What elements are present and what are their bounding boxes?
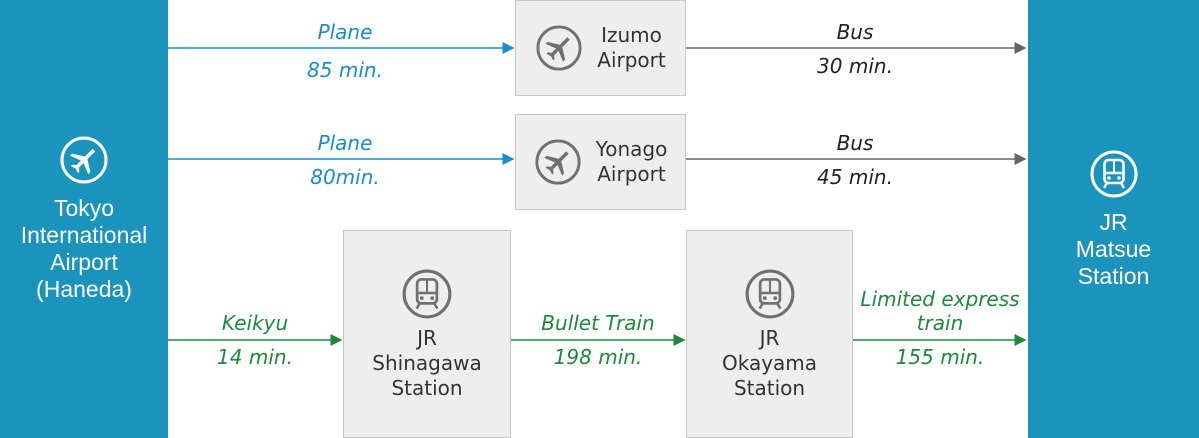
edge-time-haneda-shinagawa: 14 min. [217,345,293,369]
destination-label: JR Matsue Station [1075,208,1152,289]
izumo-airport-box: Izumo Airport [515,0,686,96]
edge-mode-shinagawa-okayama: Bullet Train [541,311,655,335]
train-icon [1090,150,1137,197]
shinagawa-station-box: JR Shinagawa Station [343,230,511,438]
yonago-airport-label: Yonago Airport [595,137,668,186]
edge-mode-yonago-matsue: Bus [836,131,874,155]
edge-time-haneda-izumo: 85 min. [307,58,383,82]
edge-time-shinagawa-okayama: 198 min. [553,345,643,369]
origin-panel: Tokyo International Airport (Haneda) [0,0,168,438]
edge-time-yonago-matsue: 45 min. [817,165,893,189]
train-icon [402,269,452,318]
yonago-airport-box: Yonago Airport [515,114,686,210]
okayama-station-label: JR Okayama Station [721,325,818,400]
airplane-icon [60,136,108,184]
okayama-station-box: JR Okayama Station [686,230,853,438]
edge-time-okayama-matsue: 155 min. [895,345,985,369]
edge-mode-haneda-yonago: Plane [317,131,373,155]
edge-mode-izumo-matsue: Bus [836,20,874,44]
izumo-airport-label: Izumo Airport [597,23,666,72]
airplane-icon [535,139,581,185]
train-icon [745,269,794,318]
edge-mode-haneda-izumo: Plane [317,20,373,44]
origin-label: Tokyo International Airport (Haneda) [20,195,148,302]
edge-time-haneda-yonago: 80min. [310,165,380,189]
edge-time-izumo-matsue: 30 min. [817,54,893,78]
destination-panel: JR Matsue Station [1028,0,1199,438]
edge-mode-okayama-matsue: Limited express train [860,287,1020,335]
edge-mode-haneda-shinagawa: Keikyu [221,311,289,335]
shinagawa-station-label: JR Shinagawa Station [372,325,482,400]
airplane-icon [536,25,582,71]
